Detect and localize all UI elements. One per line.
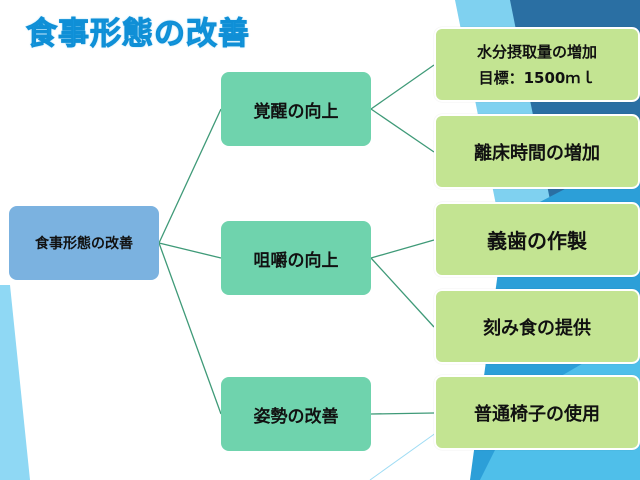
connector-branch-1-leaf-2 [370,108,435,153]
branch-node-arousal: 覚醒の向上 [221,72,371,146]
leaf-node-regular-chair: 普通椅子の使用 [434,375,640,450]
leaf-node-water-intake: 水分摂取量の増加 目標：1500ｍｌ [434,27,640,102]
connector-root-branch-2 [158,242,222,259]
root-node: 食事形態の改善 [9,206,159,280]
bg-thin-line [369,429,441,480]
connector-root-branch-1 [158,108,222,244]
branch-node-label: 姿勢の改善 [253,406,339,427]
branch-node-label: 覚醒の向上 [253,101,339,122]
leaf-node-minced-food: 刻み食の提供 [434,289,640,364]
connector-branch-2-leaf-1 [370,239,435,259]
slide-title: 食事形態の改善 [26,16,250,53]
connector-branch-2-leaf-2 [370,257,435,328]
leaf-node-out-of-bed-time: 離床時間の増加 [434,114,640,189]
leaf-node-label: 離床時間の増加 [474,142,600,164]
branch-node-mastication: 咀嚼の向上 [221,221,371,295]
connector-branch-3-leaf-1 [370,412,435,415]
leaf-node-denture: 義歯の作製 [434,202,640,277]
branch-node-label: 咀嚼の向上 [253,250,339,271]
leaf-node-label: 刻み食の提供 [483,317,591,339]
leaf-node-label: 義歯の作製 [487,229,587,253]
connector-branch-1-leaf-1 [370,64,435,110]
leaf-node-label: 普通椅子の使用 [474,403,600,425]
leaf-node-target: 目標：1500ｍｌ [478,68,596,87]
bg-shape-light-blue-left [0,285,30,480]
branch-node-posture: 姿勢の改善 [221,377,371,451]
root-node-label: 食事形態の改善 [35,236,133,252]
connector-root-branch-3 [158,242,222,415]
leaf-node-label: 水分摂取量の増加 [476,42,597,61]
